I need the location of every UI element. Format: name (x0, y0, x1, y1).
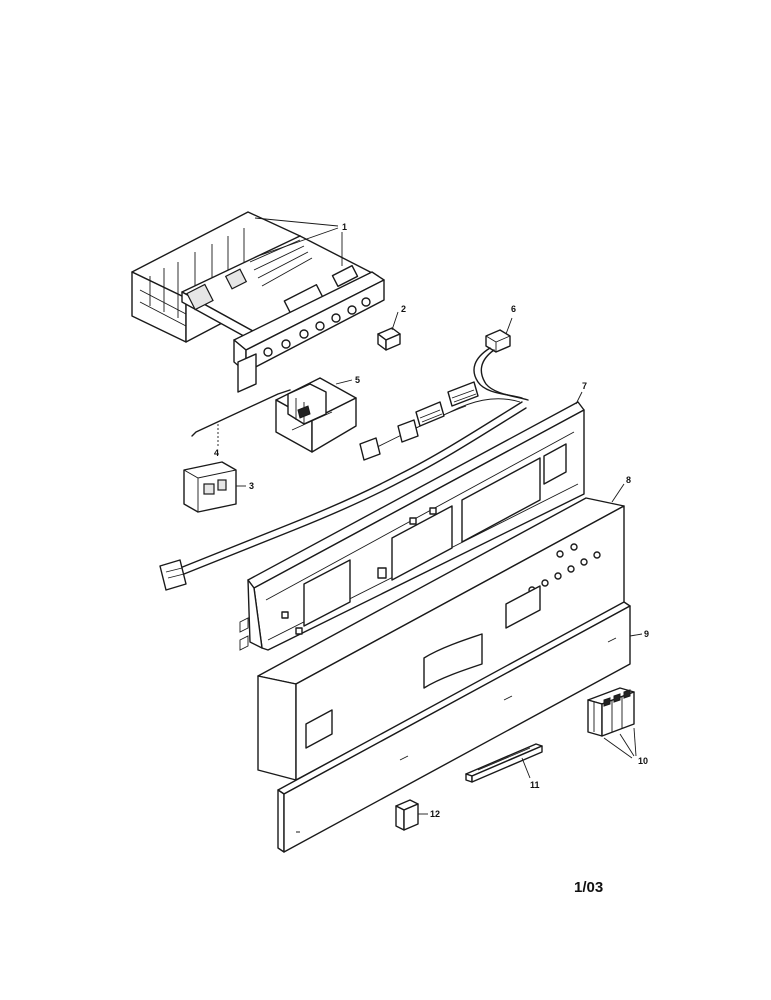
leader-11 (521, 757, 531, 779)
leader-2 (391, 311, 399, 331)
part-2-switch (377, 327, 401, 351)
part-7-panel-frame (239, 401, 585, 651)
callout-3: 3 (249, 481, 254, 491)
part-4-rod (191, 389, 291, 437)
leader-9 (629, 633, 643, 637)
leader-1-a (254, 217, 339, 227)
callout-6: 6 (511, 304, 516, 314)
callout-4: 4 (214, 448, 219, 458)
part-3-door-switch (183, 461, 237, 513)
part-5-bracket (275, 377, 357, 453)
callout-1: 1 (342, 222, 347, 232)
leader-10-c (633, 727, 637, 757)
page-code: 1/03 (574, 879, 603, 896)
callout-9: 9 (644, 629, 649, 639)
callout-2: 2 (401, 304, 406, 314)
part-10-button-block (587, 687, 635, 737)
callout-7: 7 (582, 381, 587, 391)
callout-10: 10 (638, 756, 648, 766)
leader-10-b (619, 733, 635, 757)
callout-12: 12 (430, 809, 440, 819)
leader-5 (335, 379, 353, 385)
leader-7 (575, 391, 583, 405)
callout-5: 5 (355, 375, 360, 385)
part-12-clip (395, 799, 419, 831)
part-9-fascia-strip (277, 601, 631, 853)
callout-11: 11 (530, 780, 540, 790)
part-8-front-panel (257, 497, 625, 781)
callout-8: 8 (626, 475, 631, 485)
leader-1-b (257, 227, 339, 257)
leader-6 (505, 317, 513, 335)
wiring-harness (159, 381, 527, 591)
leader-10-a (603, 737, 633, 759)
part-6-harness-connector (473, 329, 529, 401)
leader-8 (611, 483, 625, 503)
part-1-control-module (131, 211, 385, 393)
part-11-trim-bar (465, 743, 543, 783)
